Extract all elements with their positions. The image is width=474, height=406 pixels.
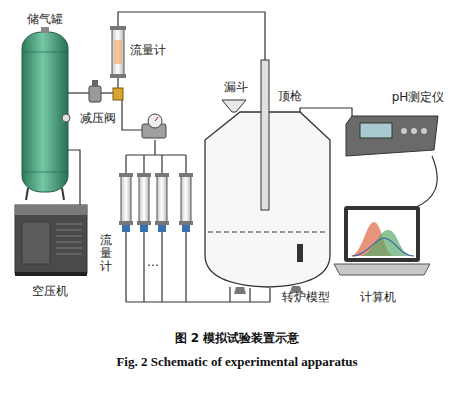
gas-tank: [22, 27, 70, 200]
laptop-computer: [334, 206, 430, 275]
part-name: pH测定仪: [392, 90, 445, 104]
air-compressor: [15, 205, 87, 276]
flowmeter-bank: [119, 173, 193, 232]
part-name: 漏斗: [224, 80, 248, 94]
part-name: 空压机: [32, 284, 68, 298]
converter-model: [205, 60, 330, 294]
caption-english: Fig. 2 Schematic of experimental apparat…: [116, 354, 357, 370]
part-name: 流量计: [130, 43, 166, 57]
flowmeter: [110, 26, 126, 78]
part-name: 流量计: [100, 234, 112, 274]
part-name: 减压阀: [80, 111, 116, 125]
pipes: [68, 12, 437, 302]
part-name: 顶枪: [278, 89, 302, 103]
part-name: 储气罐: [27, 12, 63, 26]
valves: [89, 80, 166, 138]
ph-meter: [346, 116, 438, 156]
part-name: 转炉模型: [282, 290, 330, 304]
ellipsis-mark: …: [147, 255, 159, 269]
figure-caption: 图 2 模拟试验装置示意: [175, 330, 300, 347]
part-name: 计算机: [360, 290, 396, 304]
